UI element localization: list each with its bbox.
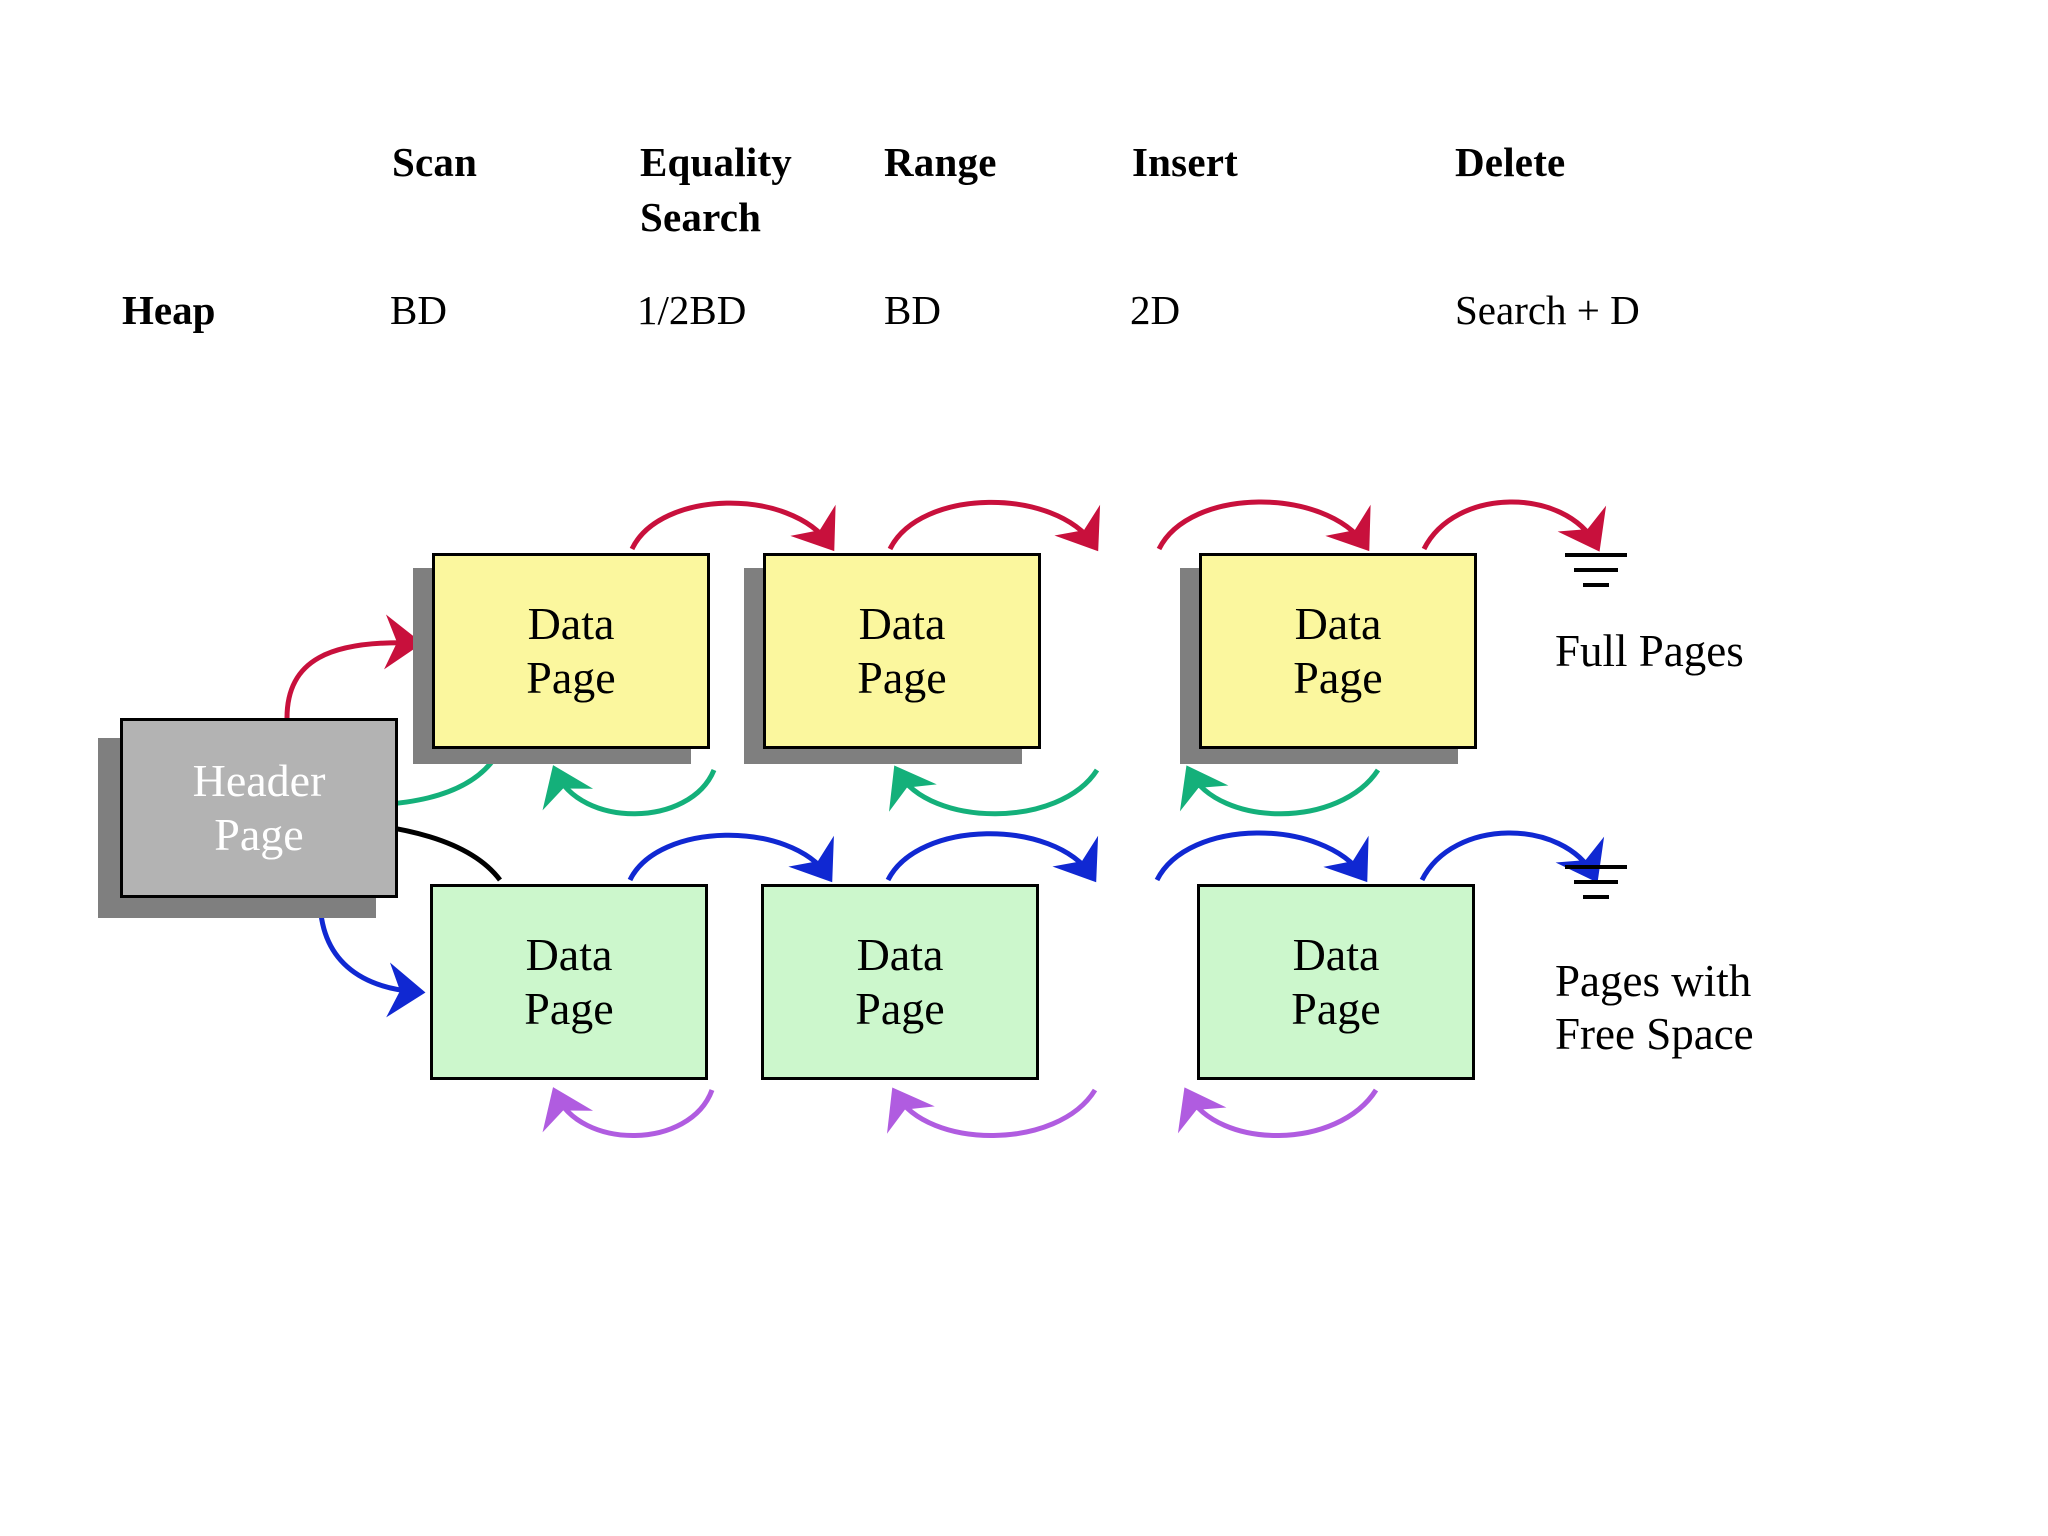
free-page-2[interactable]: Data Page	[761, 884, 1039, 1080]
free-page-1-line-2: Page	[524, 983, 614, 1034]
link-full-page-3-back-to-2	[889, 765, 1100, 817]
link-header-to-full-page-1	[284, 614, 423, 719]
full-page-3-line-2: Page	[1293, 652, 1383, 703]
table-cell-heap-range: BD	[884, 287, 941, 333]
link-free-page-3-to-next	[1154, 830, 1369, 883]
free-page-1[interactable]: Data Page	[430, 884, 708, 1080]
free-page-2-line-2: Page	[855, 983, 945, 1034]
table-row-label-heap: Heap	[122, 287, 216, 333]
link-full-page-1-to-2	[629, 500, 836, 552]
link-free-page-3-back-to-2	[887, 1087, 1098, 1138]
cost-table: Scan Equality Search Range Insert Delete…	[0, 0, 2048, 360]
full-page-2-line-1: Data	[858, 597, 946, 649]
table-header-equality-search: Equality Search	[640, 139, 792, 240]
link-free-page-2-back-to-1	[542, 1087, 715, 1138]
table-cell-heap-equality-search: 1/2BD	[637, 287, 747, 333]
table-cell-heap-insert: 2D	[1130, 287, 1181, 333]
full-page-2-line-2: Page	[857, 652, 947, 703]
full-pages-label: Full Pages	[1555, 626, 1744, 676]
full-page-3[interactable]: Data Page	[1199, 553, 1477, 749]
full-page-1-line-1: Data	[527, 597, 615, 649]
free-page-2-line-1: Data	[856, 928, 944, 980]
full-page-1[interactable]: Data Page	[432, 553, 710, 749]
link-full-page-tail-to-continuation	[1421, 499, 1607, 552]
table-cell-heap-scan: BD	[390, 287, 447, 333]
free-page-3-line-1: Data	[1292, 928, 1380, 980]
header-page-box[interactable]: Header Page	[120, 718, 398, 898]
table-header-delete: Delete	[1455, 139, 1566, 185]
link-full-page-2-back-to-1	[542, 765, 717, 817]
free-page-3-line-2: Page	[1291, 983, 1381, 1034]
full-page-1-line-2: Page	[526, 652, 616, 703]
table-header-insert: Insert	[1132, 139, 1238, 185]
table-header-scan: Scan	[392, 139, 478, 185]
link-free-page-continuation-back-to-3	[1177, 1087, 1379, 1138]
link-free-page-1-to-2	[627, 832, 834, 883]
link-full-page-3-to-next	[1156, 499, 1371, 552]
table-header-range: Range	[884, 139, 997, 185]
table-cell-heap-delete: Search + D	[1455, 287, 1640, 333]
free-page-1-line-1: Data	[525, 928, 613, 980]
link-free-page-2-to-3	[885, 831, 1099, 883]
link-full-page-2-to-3	[887, 499, 1101, 552]
free-page-3[interactable]: Data Page	[1197, 884, 1475, 1080]
header-page-line-1: Header	[192, 754, 326, 806]
free-pages-continuation-icon	[1565, 865, 1627, 899]
full-page-3-line-1: Data	[1294, 597, 1382, 649]
full-pages-continuation-icon	[1565, 553, 1627, 587]
free-pages-label: Pages with Free Space	[1555, 956, 1754, 1060]
header-page-line-2: Page	[214, 809, 304, 860]
full-page-2[interactable]: Data Page	[763, 553, 1041, 749]
link-full-page-continuation-back-to-3	[1179, 765, 1381, 817]
